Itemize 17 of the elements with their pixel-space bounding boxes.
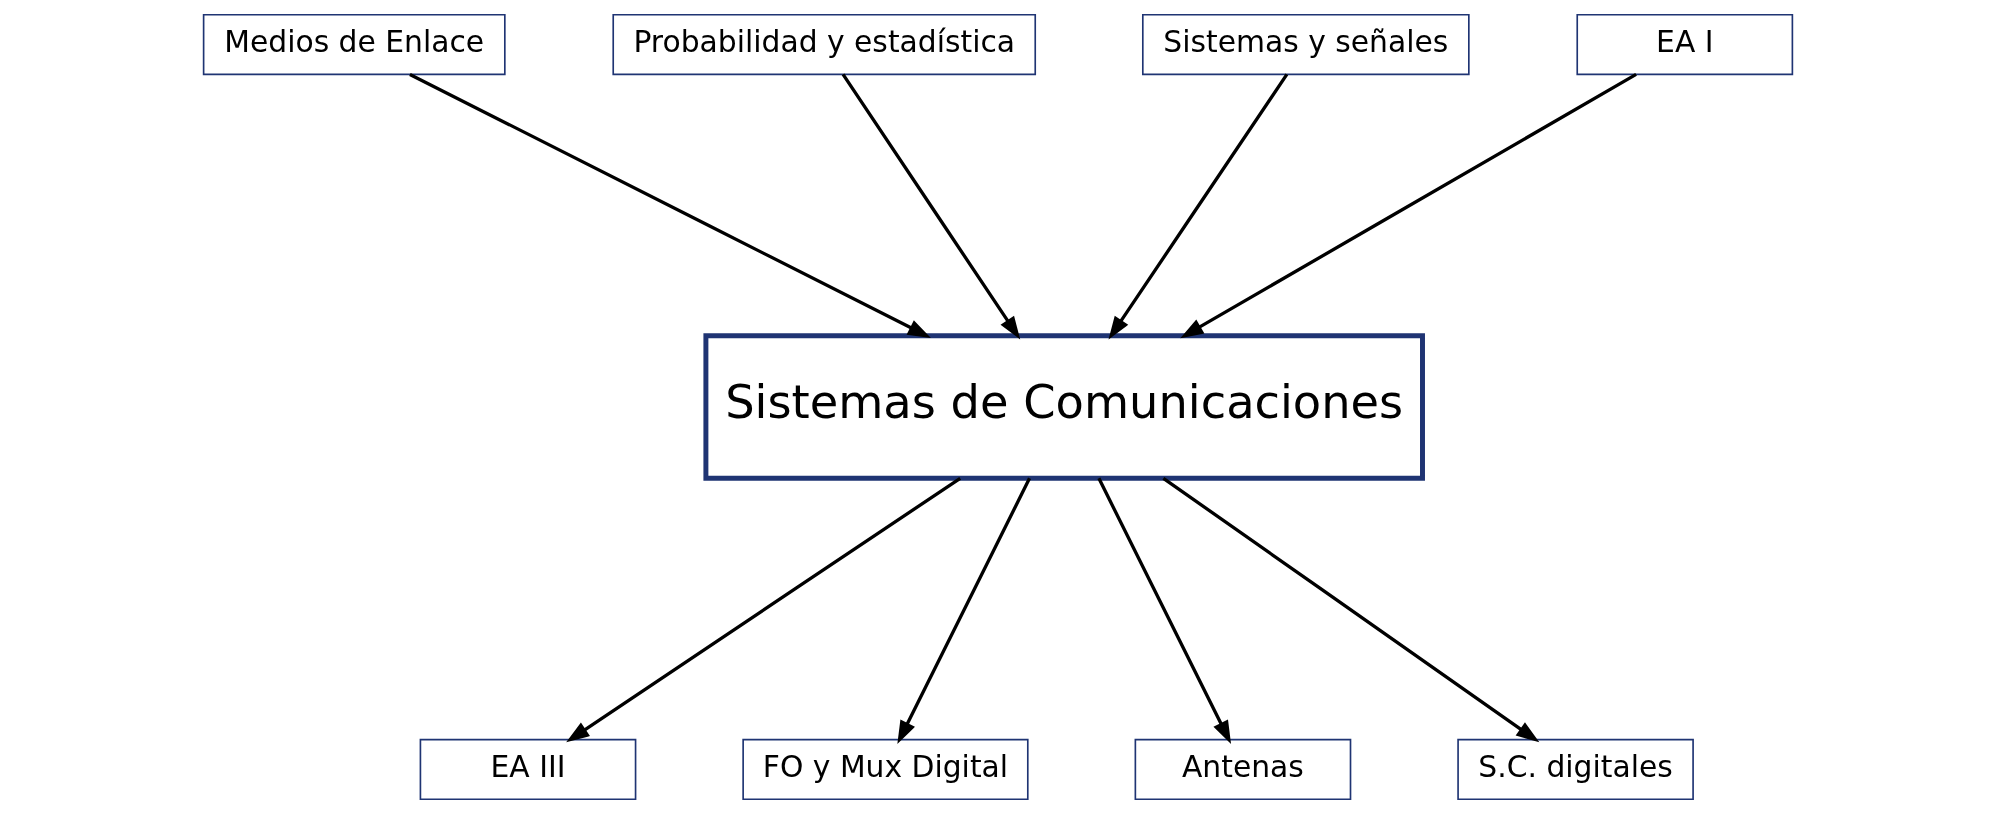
- arrow: [1108, 73, 1288, 340]
- arrow: [565, 476, 961, 743]
- node-box: Probabilidad y estadística: [611, 13, 1036, 76]
- node-box: S.C. digitales: [1456, 738, 1694, 801]
- node-box: Sistemas de Comunicaciones: [702, 333, 1425, 481]
- node-box: EA III: [419, 738, 636, 801]
- node-box: FO y Mux Digital: [741, 738, 1029, 801]
- arrow: [1096, 477, 1231, 744]
- arrow: [1179, 72, 1637, 339]
- arrow: [896, 477, 1031, 744]
- arrow: [1161, 476, 1539, 743]
- arrow: [841, 73, 1020, 340]
- node-box: EA I: [1575, 13, 1793, 76]
- node-box: Medios de Enlace: [202, 13, 506, 76]
- node-box: Sistemas y señales: [1141, 13, 1470, 76]
- node-box: Antenas: [1134, 738, 1351, 801]
- arrow: [408, 72, 931, 338]
